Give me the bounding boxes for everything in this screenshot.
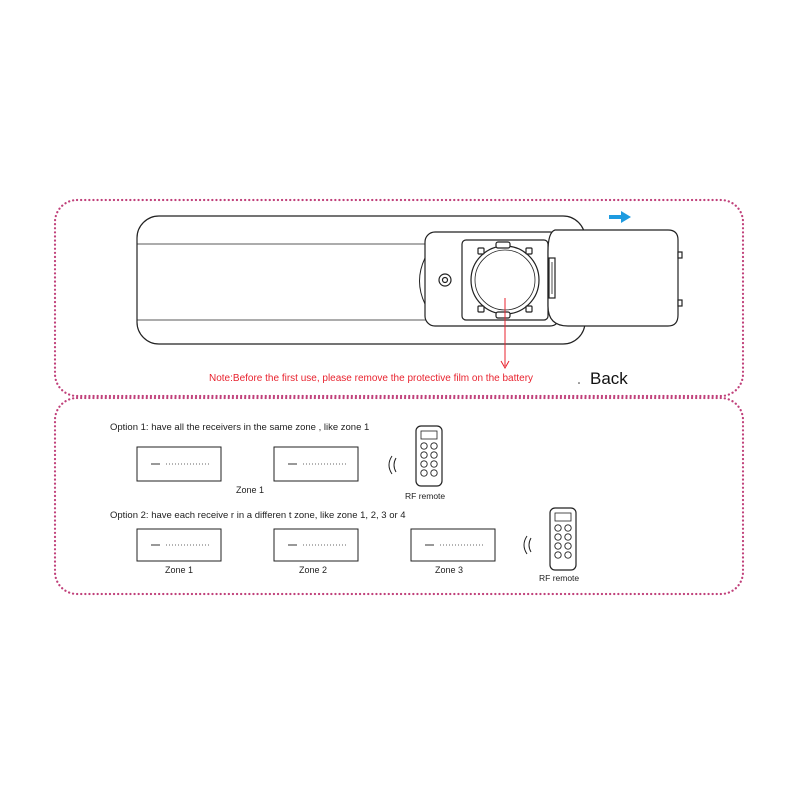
dot-mark	[578, 382, 580, 384]
receiver-zone1	[136, 528, 222, 562]
red-indicator-arrow	[500, 298, 510, 370]
zone1-group-label: Zone 1	[236, 485, 265, 495]
slide-direction-arrow	[609, 211, 631, 223]
back-label: Back	[590, 369, 628, 388]
rf-remote-label-2: RF remote	[539, 573, 580, 583]
zone-label-3: Zone 3	[435, 565, 464, 575]
receiver-zone3	[410, 528, 496, 562]
wireless-signal-icon-2	[523, 535, 532, 555]
option2-text: Option 2: have each receive r in a diffe…	[110, 510, 406, 521]
option1-text: Option 1: have all the receivers in the …	[110, 422, 370, 433]
receiver-zone2	[273, 528, 359, 562]
zone-label-1: Zone 1	[165, 565, 194, 575]
bottom-panel-border	[53, 396, 745, 596]
battery-film-note: Note:Before the first use, please remove…	[209, 373, 534, 384]
receiver-option1-a	[136, 446, 222, 482]
zone-label-2: Zone 2	[299, 565, 328, 575]
receiver-option1-b	[273, 446, 359, 482]
top-panel-border	[53, 198, 745, 398]
rf-remote-icon-2	[549, 507, 577, 571]
rf-remote-label: RF remote	[405, 491, 446, 501]
wireless-signal-icon	[388, 455, 397, 475]
remote-back-illustration	[136, 215, 683, 345]
rf-remote-icon	[415, 425, 443, 487]
